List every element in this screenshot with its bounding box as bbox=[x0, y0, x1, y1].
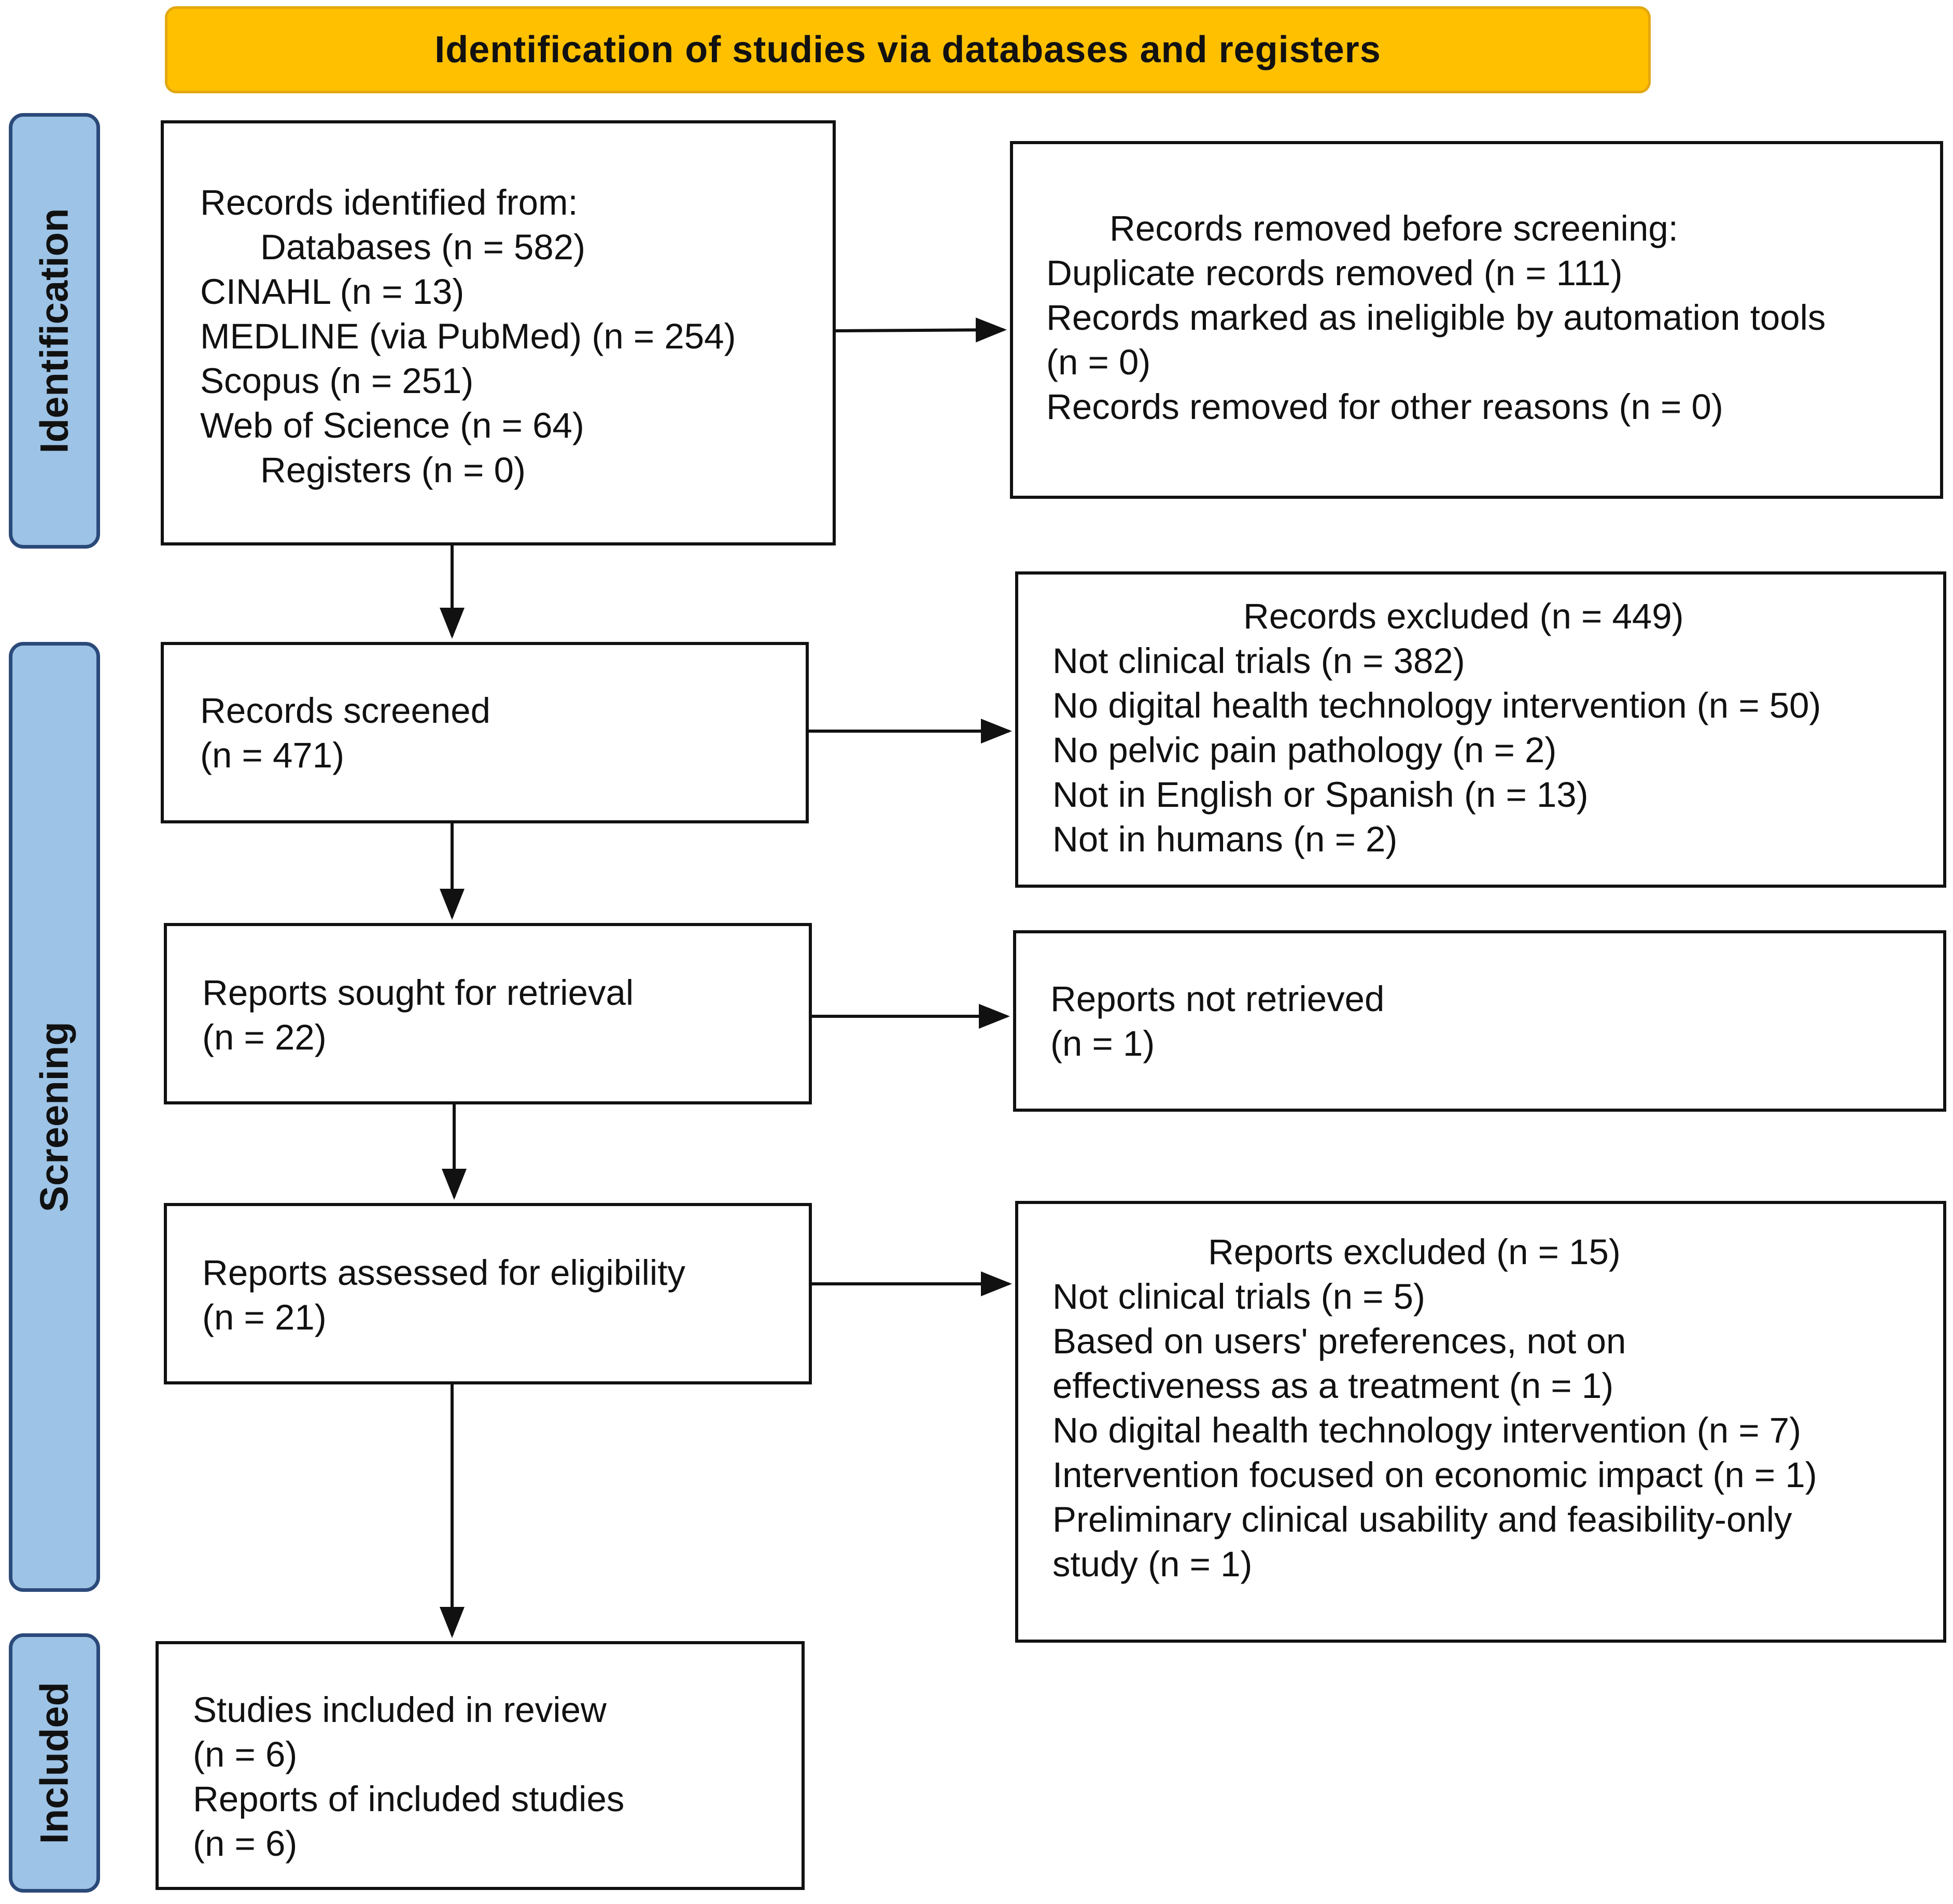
box-line: Duplicate records removed (n = 111) bbox=[1046, 253, 1623, 293]
box-line: Records identified from: bbox=[200, 183, 578, 222]
box-line: (n = 1) bbox=[1050, 1024, 1155, 1063]
arrow-identified-to-removed bbox=[835, 317, 1007, 343]
box-line: MEDLINE (via PubMed) (n = 254) bbox=[200, 316, 736, 356]
box-line: Records excluded (n = 449) bbox=[1243, 596, 1684, 636]
box-line: Based on users' preferences, not on bbox=[1052, 1321, 1626, 1361]
box-line: No pelvic pain pathology (n = 2) bbox=[1052, 730, 1557, 770]
box-line: effectiveness as a treatment (n = 1) bbox=[1052, 1366, 1614, 1406]
box-line: Databases (n = 582) bbox=[260, 227, 586, 267]
reports-excluded-box: Reports excluded (n = 15) Not clinical t… bbox=[1015, 1201, 1946, 1643]
box-line: Reports sought for retrieval bbox=[202, 973, 634, 1013]
records-screened-box: Records screened (n = 471) bbox=[161, 642, 809, 823]
box-line: study (n = 1) bbox=[1052, 1544, 1253, 1584]
studies-included-box: Studies included in review (n = 6) Repor… bbox=[156, 1641, 805, 1890]
reports-assessed-box: Reports assessed for eligibility (n = 21… bbox=[164, 1203, 812, 1384]
records-identified-box: Records identified from: Databases (n = … bbox=[161, 120, 836, 545]
box-line: No digital health technology interventio… bbox=[1052, 1410, 1802, 1450]
banner-title: Identification of studies via databases … bbox=[165, 6, 1651, 93]
records-removed-box: Records removed before screening: Duplic… bbox=[1010, 141, 1943, 499]
phase-screening: Screening bbox=[9, 642, 100, 1592]
box-line: Reports excluded (n = 15) bbox=[1208, 1232, 1621, 1272]
box-line: (n = 6) bbox=[193, 1734, 298, 1774]
box-line: Not clinical trials (n = 382) bbox=[1052, 641, 1465, 681]
records-excluded-box: Records excluded (n = 449) Not clinical … bbox=[1015, 571, 1946, 888]
box-line: Records removed for other reasons (n = 0… bbox=[1046, 387, 1723, 427]
box-line: (n = 0) bbox=[1046, 342, 1151, 382]
box-line: Records marked as ineligible by automati… bbox=[1046, 298, 1826, 338]
box-line: (n = 471) bbox=[200, 735, 345, 775]
box-line: (n = 22) bbox=[202, 1017, 327, 1057]
box-line: Scopus (n = 251) bbox=[200, 361, 474, 401]
box-line: Records removed before screening: bbox=[1109, 208, 1678, 248]
reports-not-retrieved-box: Reports not retrieved (n = 1) bbox=[1013, 930, 1946, 1112]
phase-identification: Identification bbox=[9, 113, 100, 549]
phase-included: Included bbox=[9, 1633, 100, 1893]
box-line: Preliminary clinical usability and feasi… bbox=[1052, 1500, 1792, 1539]
box-line: Reports of included studies bbox=[193, 1779, 625, 1819]
box-line: CINAHL (n = 13) bbox=[200, 272, 465, 312]
box-line: Reports assessed for eligibility bbox=[202, 1253, 685, 1293]
box-line: No digital health technology interventio… bbox=[1052, 685, 1821, 725]
box-line: Not in humans (n = 2) bbox=[1052, 819, 1398, 859]
box-line: Intervention focused on economic impact … bbox=[1052, 1455, 1817, 1495]
box-line: Web of Science (n = 64) bbox=[200, 405, 584, 445]
box-line: Studies included in review bbox=[193, 1690, 607, 1730]
box-line: Reports not retrieved bbox=[1050, 979, 1385, 1019]
box-line: Not in English or Spanish (n = 13) bbox=[1052, 775, 1589, 815]
reports-sought-box: Reports sought for retrieval (n = 22) bbox=[164, 923, 812, 1104]
box-line: Not clinical trials (n = 5) bbox=[1052, 1277, 1425, 1317]
box-line: Records screened bbox=[200, 691, 490, 731]
box-line: (n = 6) bbox=[193, 1824, 298, 1864]
box-line: Registers (n = 0) bbox=[260, 450, 526, 490]
box-line: (n = 21) bbox=[202, 1297, 327, 1337]
